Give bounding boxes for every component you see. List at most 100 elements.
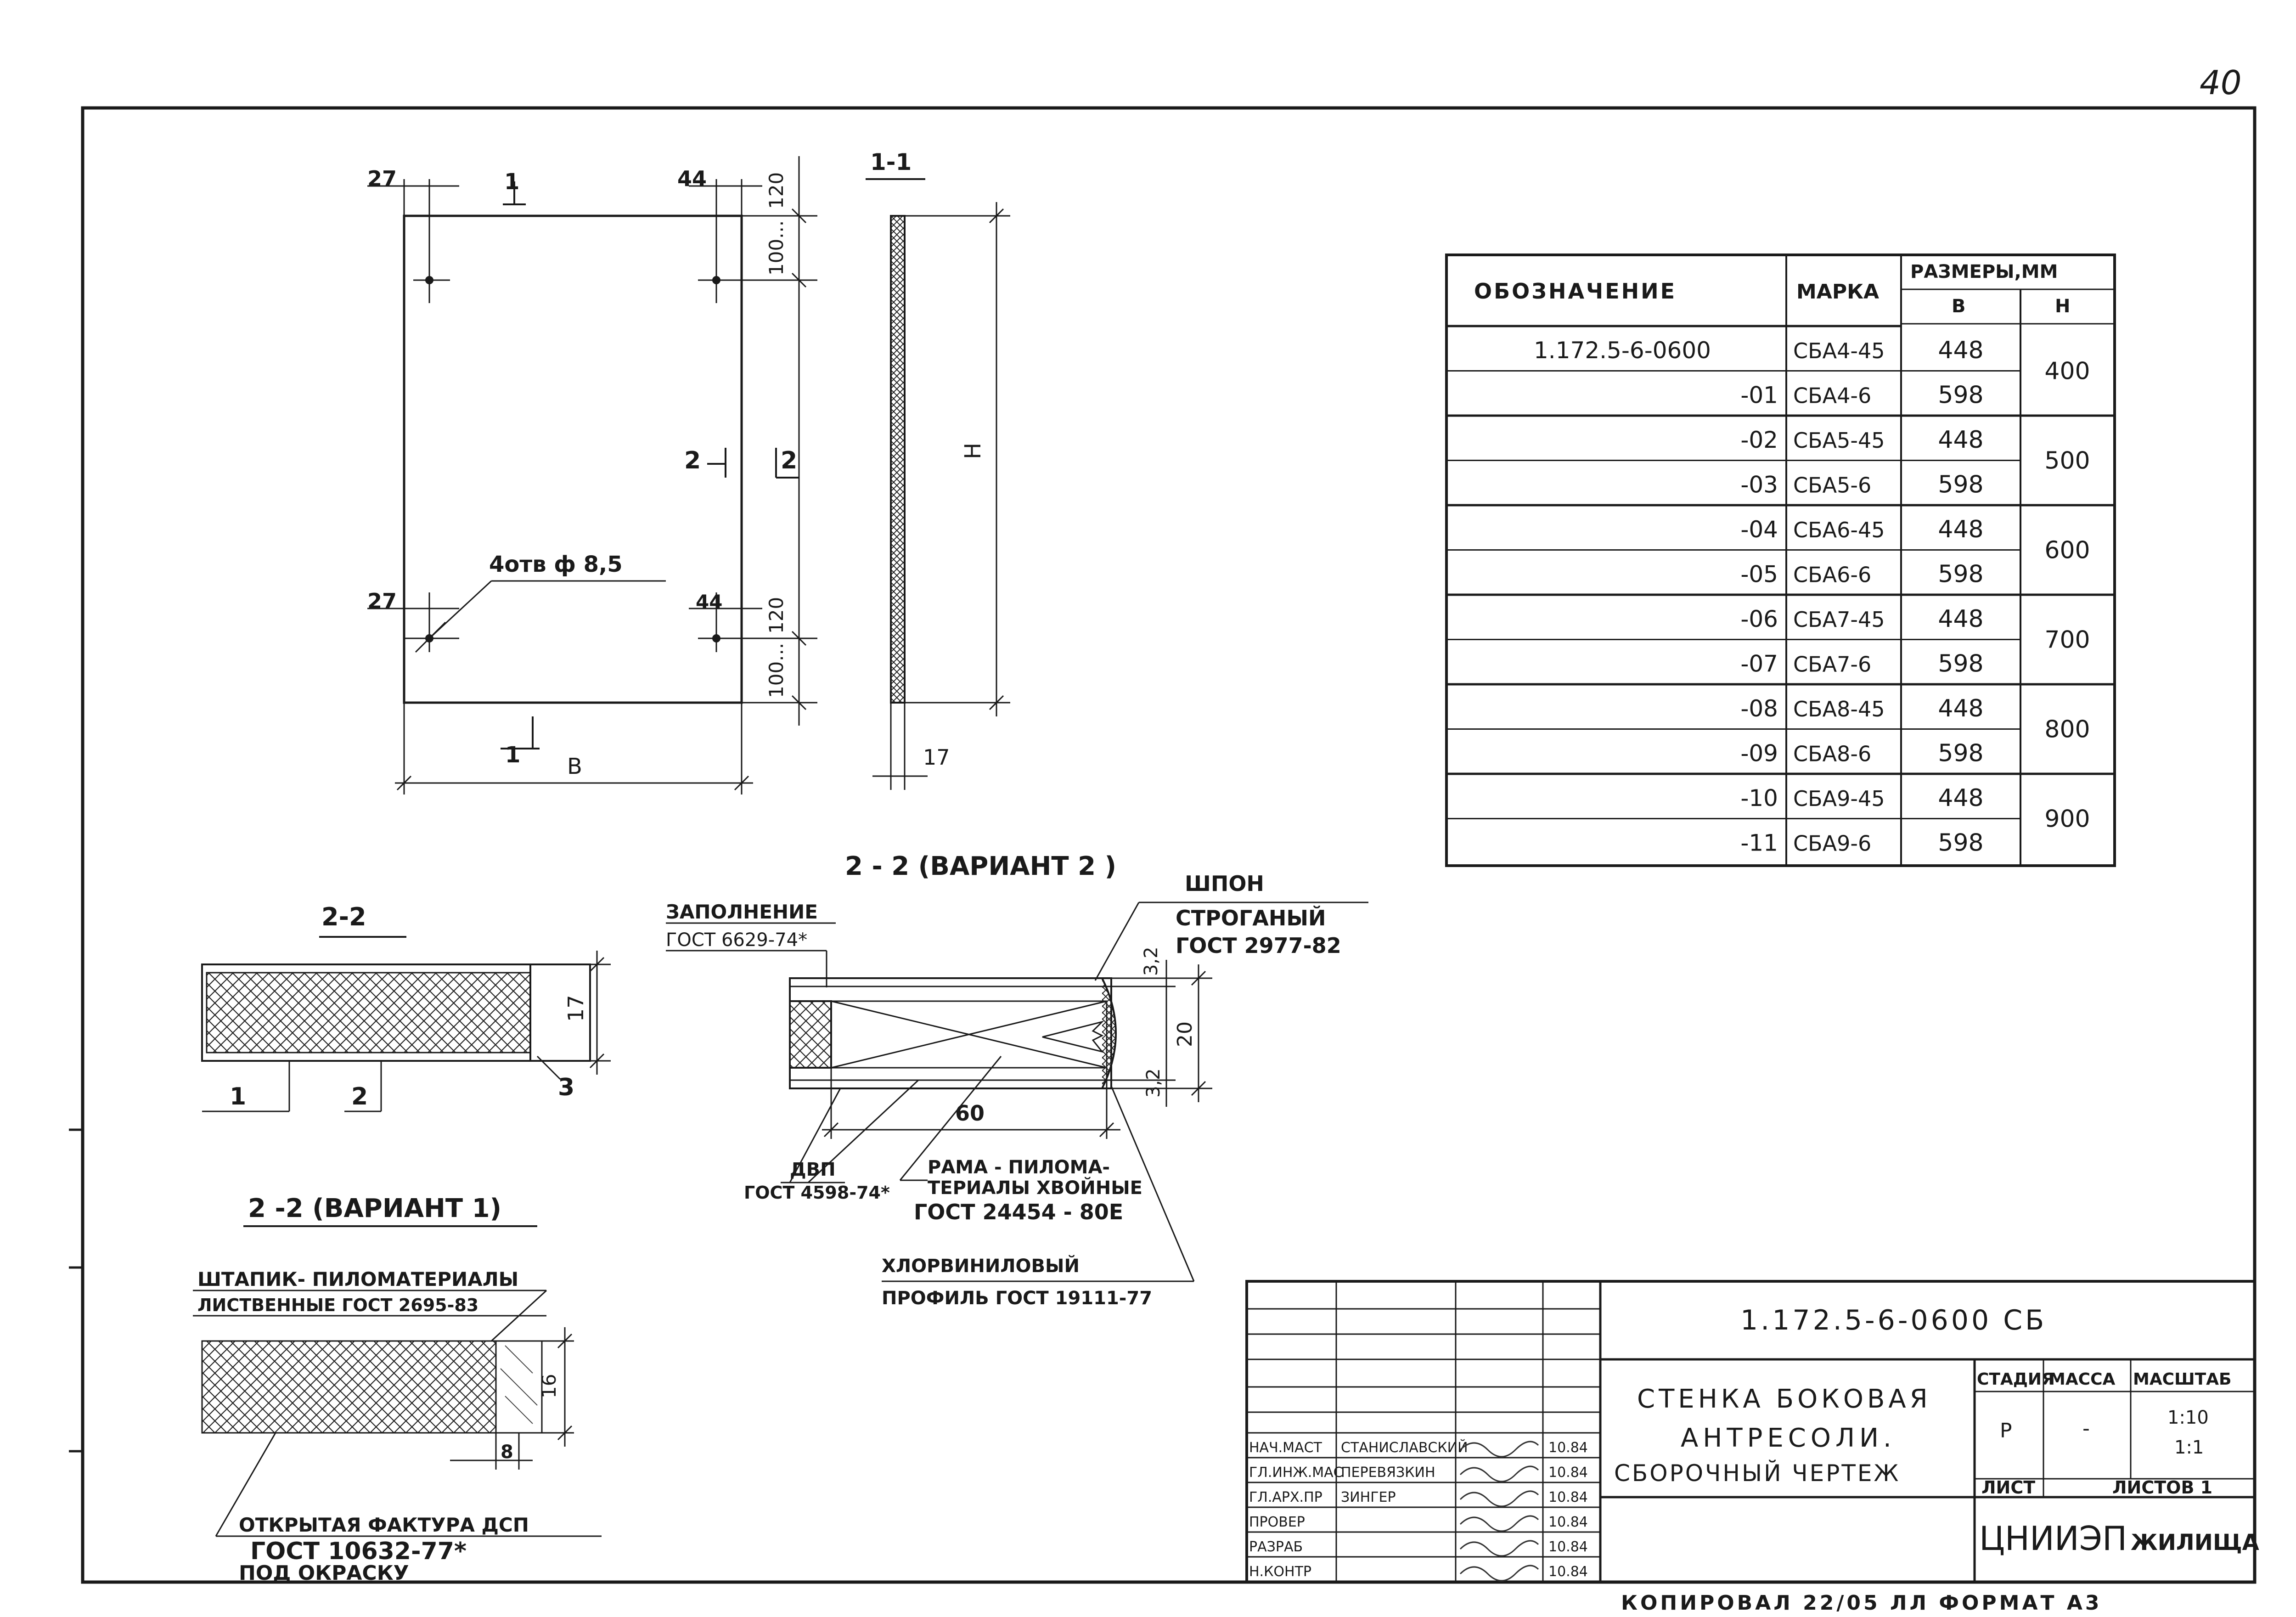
signature-scribble: [1459, 1465, 1539, 1482]
signature-date: 10.84: [1548, 1539, 1588, 1555]
frame-sub: ТЕРИАЛЫ ХВОЙНЫЕ: [928, 1177, 1142, 1199]
signature-role: РАЗРАБ: [1249, 1539, 1303, 1555]
section-2-2-title: 2-2: [321, 902, 366, 931]
org-sub: ЖИЛИЩА: [2131, 1530, 2259, 1555]
section-1-1: 1-1 Н 17: [866, 149, 1010, 790]
thickness-2-2: 17: [563, 995, 588, 1022]
row-b: 448: [1938, 516, 1983, 543]
fill-gost: ГОСТ 6629-74*: [666, 930, 807, 951]
page-number: 40: [2200, 63, 2242, 102]
signature-role: НАЧ.МАСТ: [1249, 1440, 1322, 1456]
signature-scribble: [1459, 1540, 1539, 1557]
frame-label: РАМА - ПИЛОМА-: [928, 1157, 1110, 1178]
fill-label: ЗАПОЛНЕНИЕ: [666, 901, 818, 923]
signature-role: ГЛ.АРХ.ПР: [1249, 1489, 1322, 1505]
row-b: 448: [1938, 605, 1983, 633]
header-sizes: РАЗМЕРЫ,ММ: [1910, 261, 2058, 282]
bead-sub: ЛИСТВЕННЫЕ ГОСТ 2695-83: [197, 1295, 478, 1315]
surface-label: ОТКРЫТАЯ ФАКТУРА ДСП: [239, 1514, 529, 1536]
title-line2: АНТРЕСОЛИ.: [1681, 1423, 1896, 1453]
sheet-frame: [81, 106, 2257, 1584]
row-b: 448: [1938, 426, 1983, 454]
signature-date: 10.84: [1548, 1440, 1588, 1456]
title-block: 1.172.5-6-0600 СБ СТЕНКА БОКОВАЯ АНТРЕСО…: [1245, 1280, 2259, 1583]
signature-date: 10.84: [1548, 1465, 1588, 1481]
row-b: 448: [1938, 695, 1983, 722]
row-b: 598: [1938, 829, 1983, 857]
row-designation: -10: [1740, 785, 1778, 811]
row-designation: -02: [1740, 427, 1778, 453]
dim-120-bottom: 120: [765, 597, 788, 634]
section-1-top: 1: [504, 169, 519, 195]
row-mark: СБА7-6: [1793, 652, 1871, 677]
pvc-gost: ПРОФИЛЬ ГОСТ 19111-77: [882, 1288, 1152, 1309]
row-designation: -06: [1740, 606, 1778, 632]
row-b: 598: [1938, 561, 1983, 588]
mass-label: МАССА: [2049, 1370, 2116, 1389]
row-designation: -01: [1740, 382, 1778, 409]
row-h: 800: [2044, 716, 2090, 744]
chipboard-hatch-v1: [201, 1340, 497, 1434]
section-variant-2: 2 - 2 (ВАРИАНТ 2 ) ЗАПОЛНЕНИЕ ГОСТ 6629-…: [666, 851, 1368, 1309]
holes-label: 4отв ф 8,5: [489, 552, 623, 577]
sheets-label: ЛИСТОВ 1: [2112, 1477, 2212, 1498]
row-mark: СБА6-6: [1793, 563, 1871, 587]
stage-label: СТАДИЯ: [1977, 1370, 2054, 1389]
row-designation: -03: [1740, 472, 1778, 498]
veneer-label: ШПОН: [1185, 871, 1264, 896]
surface-sub: ПОД ОКРАСКУ: [239, 1561, 409, 1585]
spec-table: ОБОЗНАЧЕНИЕ МАРКА РАЗМЕРЫ,ММ В Н 1.172.5…: [1445, 254, 2116, 867]
height-label: Н: [960, 443, 986, 459]
copy-note: КОПИРОВАЛ 22/05 ЛЛ ФОРМАТ А3: [1621, 1591, 2102, 1615]
signature-name: СТАНИСЛАВСКИЙ: [1341, 1439, 1468, 1456]
section-2-right: 2: [781, 447, 797, 474]
signature-date: 10.84: [1548, 1564, 1588, 1580]
row-b: 598: [1938, 471, 1983, 499]
scale-2: 1:1: [2174, 1437, 2204, 1458]
dim-100-bottom: 100...: [765, 643, 788, 698]
signature-date: 10.84: [1548, 1489, 1588, 1505]
signature-scribble: [1459, 1565, 1539, 1582]
title-line3: СБОРОЧНЫЙ ЧЕРТЕЖ: [1614, 1459, 1900, 1487]
dvp-gost: ГОСТ 4598-74*: [744, 1183, 890, 1203]
scale-label: МАСШТАБ: [2133, 1370, 2231, 1389]
signature-role: ГЛ.ИНЖ.МАС: [1249, 1465, 1343, 1481]
pvc-profile: [1101, 978, 1117, 1089]
sheet-label: ЛИСТ: [1981, 1477, 2035, 1498]
variant-1-title: 2 -2 (ВАРИАНТ 1): [248, 1194, 501, 1223]
row-b: 598: [1938, 740, 1983, 767]
scale-1: 1:10: [2167, 1407, 2209, 1428]
org-main: ЦНИИЭП: [1979, 1519, 2127, 1558]
signature-name: ЗИНГЕР: [1341, 1489, 1396, 1505]
dim-27-top: 27: [367, 166, 397, 191]
signature-role: ПРОВЕР: [1249, 1514, 1305, 1530]
row-designation: -04: [1740, 516, 1778, 543]
pvc-label: ХЛОРВИНИЛОВЫЙ: [882, 1255, 1080, 1277]
row-mark: СБА4-6: [1793, 383, 1871, 408]
row-b: 598: [1938, 650, 1983, 678]
row-mark: СБА8-6: [1793, 742, 1871, 766]
variant-2-title: 2 - 2 (ВАРИАНТ 2 ): [845, 851, 1116, 881]
title-line1: СТЕНКА БОКОВАЯ: [1637, 1384, 1931, 1414]
dim-3-2-top: 3,2: [1141, 947, 1162, 976]
dim-100-top: 100...: [765, 220, 788, 276]
veneer-sub: СТРОГАНЫЙ: [1176, 906, 1326, 930]
mass-value: -: [2082, 1417, 2090, 1440]
callout-2: 2: [351, 1083, 368, 1110]
section-2-left: 2: [684, 447, 701, 474]
signature-scribble: [1459, 1515, 1539, 1532]
spec-table-border: [1445, 254, 2116, 867]
veneer-gost: ГОСТ 2977-82: [1176, 933, 1341, 958]
row-mark: СБА8-45: [1793, 697, 1885, 721]
title-block-border: [1245, 1280, 2256, 1583]
signature-date: 10.84: [1548, 1514, 1588, 1530]
signature-name: ПЕРЕВЯЗКИН: [1341, 1465, 1435, 1481]
row-designation: -07: [1740, 651, 1778, 677]
panel-section-hatch: [890, 215, 906, 704]
drawing-code: 1.172.5-6-0600 СБ: [1740, 1304, 2047, 1336]
dim-8: 8: [501, 1442, 513, 1463]
section-variant-1: 2 -2 (ВАРИАНТ 1) ШТАПИК- ПИЛОМАТЕРИАЛЫ Л…: [193, 1194, 602, 1585]
row-mark: СБА4-45: [1793, 338, 1885, 363]
front-view: 27 44 120 100... 27 44 120 100... 4отв ф…: [367, 156, 817, 794]
